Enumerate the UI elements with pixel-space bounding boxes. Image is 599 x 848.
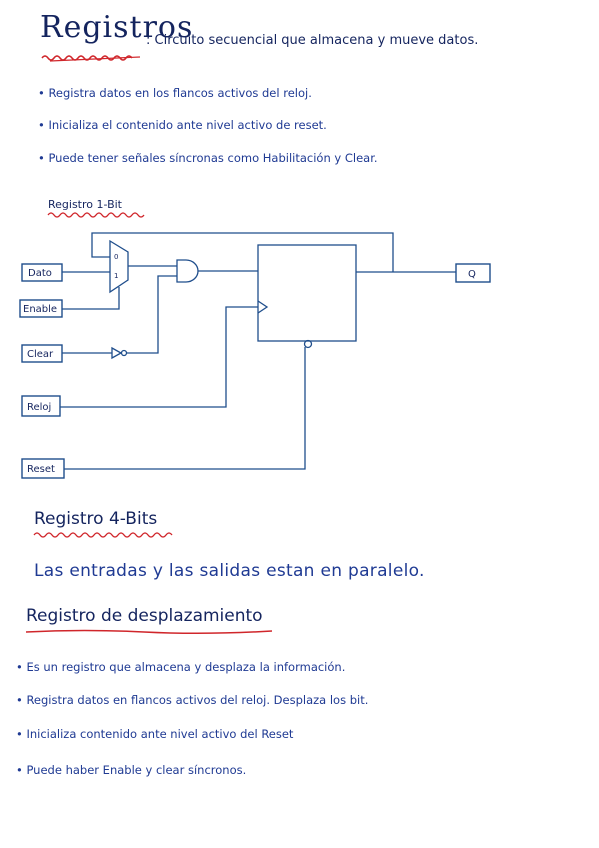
- desplazamiento-bullet-3: Inicializa contenido ante nivel activo d…: [16, 727, 293, 741]
- input-dato-label: Dato: [28, 268, 52, 279]
- flip-flop-box: [257, 244, 357, 342]
- desplazamiento-underline: [25, 629, 273, 635]
- register-1bit-diagram: Dato Enable Clear Reloj Reset Q 0 1: [19, 232, 491, 479]
- mux-shape: [109, 239, 129, 294]
- registro-1bit-title: Registro 1-Bit: [48, 198, 122, 211]
- registro-4bits-text: Las entradas y las salidas estan en para…: [34, 561, 425, 581]
- and-gate: [176, 259, 199, 283]
- input-clear-label: Clear: [27, 349, 54, 360]
- desplazamiento-title: Registro de desplazamiento: [26, 606, 263, 626]
- mux-label-1: 1: [114, 272, 118, 280]
- input-enable-label: Enable: [23, 304, 57, 315]
- desplazamiento-bullet-2: Registra datos en flancos activos del re…: [16, 693, 368, 707]
- mux-label-0: 0: [114, 253, 118, 261]
- clear-buffer: [111, 346, 123, 360]
- registros-bullet-2: Inicializa el contenido ante nivel activ…: [38, 118, 326, 132]
- registros-underline: [41, 55, 141, 62]
- output-q-box: [455, 263, 491, 283]
- registros-bullet-1: Registra datos en los flancos activos de…: [38, 86, 311, 100]
- desplazamiento-bullet-1: Es un registro que almacena y desplaza l…: [16, 660, 345, 674]
- input-reloj-label: Reloj: [27, 402, 51, 413]
- clock-edge-indicator: [257, 300, 269, 314]
- input-reloj-box: [21, 395, 61, 417]
- registro-1bit-underline: [47, 212, 145, 218]
- registros-subtitle: : Circuito secuencial que almacena y mue…: [146, 33, 479, 48]
- input-reset-label: Reset: [27, 464, 55, 475]
- registros-title: Registros: [40, 10, 194, 45]
- registro-4bits-underline: [33, 532, 173, 538]
- reset-bubble: [303, 339, 313, 349]
- output-q-label: Q: [468, 269, 476, 280]
- registros-bullet-3: Puede tener señales síncronas como Habil…: [38, 151, 377, 165]
- desplazamiento-bullet-4: Puede haber Enable y clear síncronos.: [16, 763, 246, 777]
- registro-4bits-title: Registro 4-Bits: [34, 509, 158, 529]
